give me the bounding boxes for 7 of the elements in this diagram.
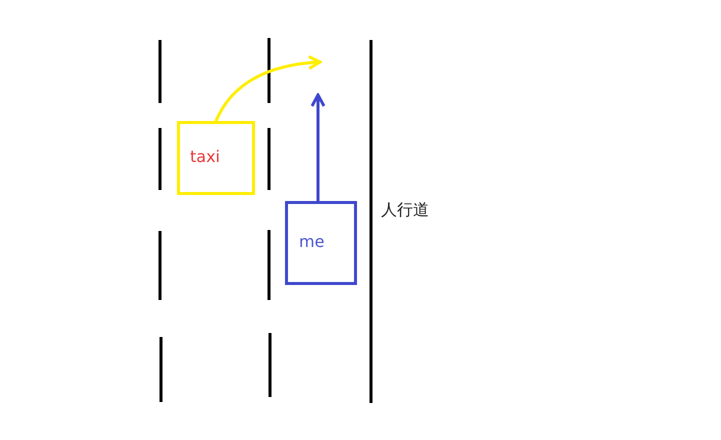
arrow <box>214 55 322 122</box>
arrow <box>310 94 326 201</box>
vehicle-label: me <box>299 234 324 250</box>
vehicle-box <box>177 121 255 195</box>
vehicle-box <box>285 201 357 285</box>
vehicle-label: taxi <box>190 149 220 165</box>
sidewalk-label: 人行道 <box>381 202 429 218</box>
